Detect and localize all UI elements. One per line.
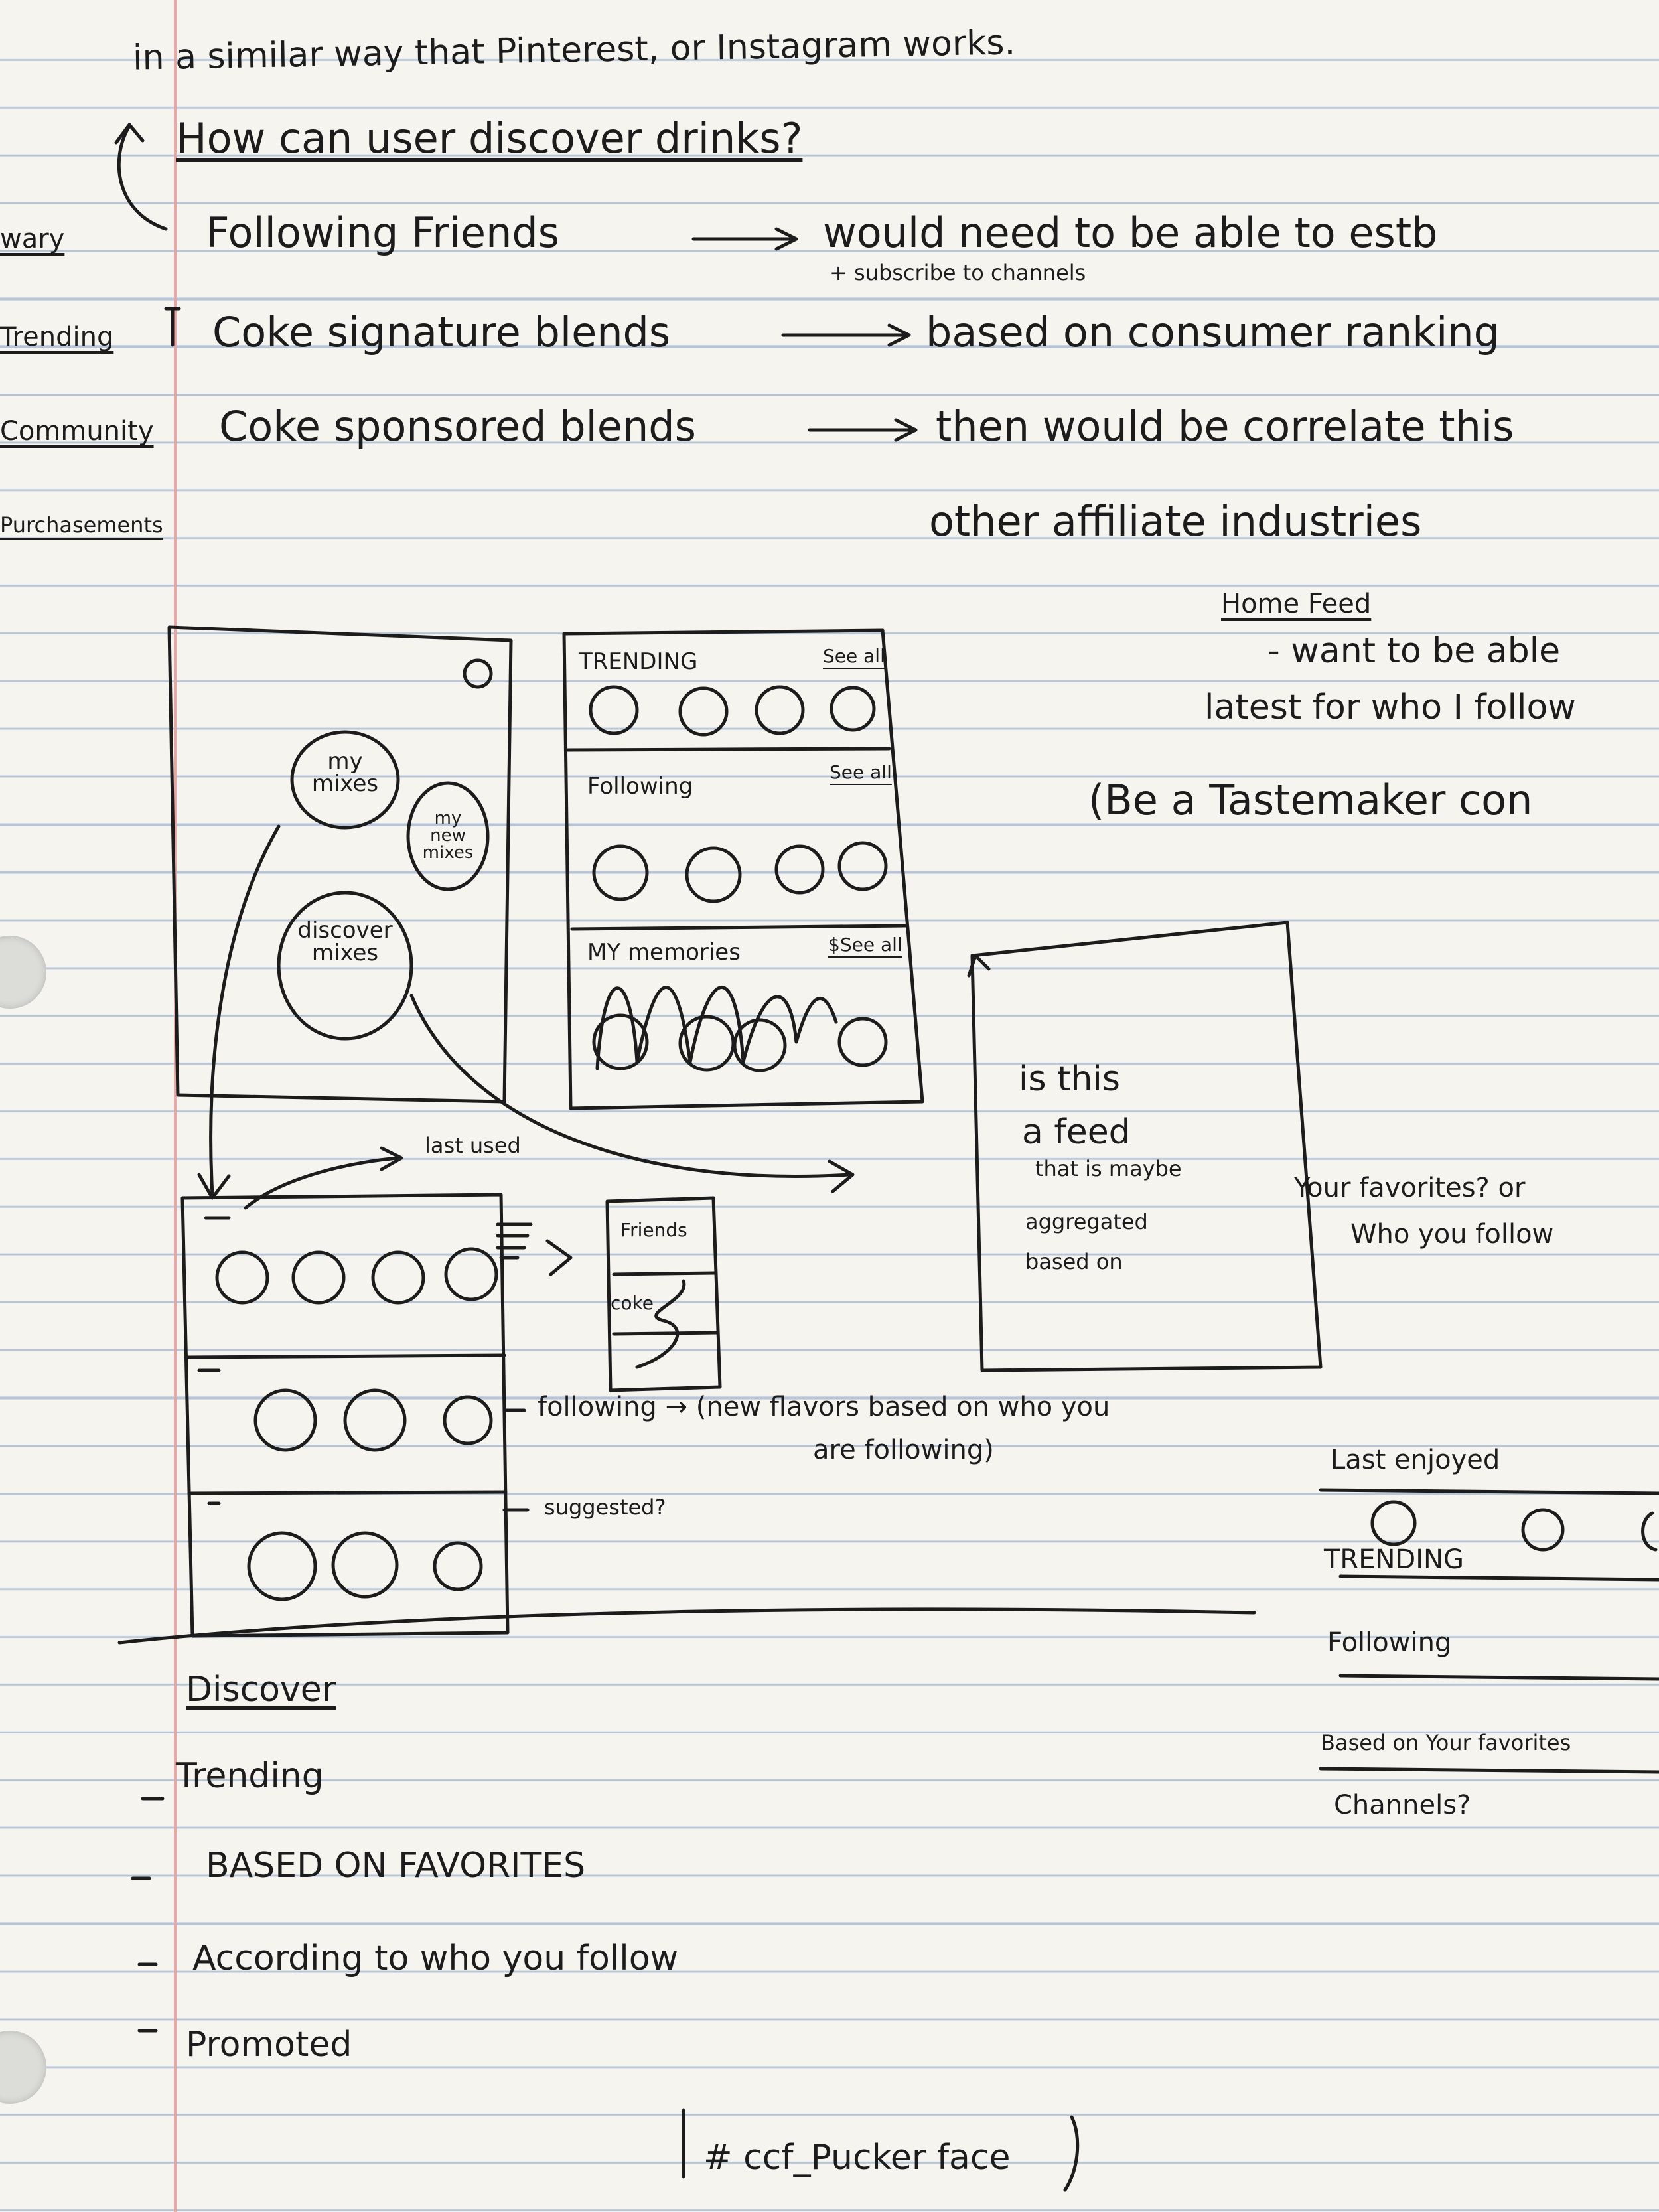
home-feed-note: - want to be able (1267, 631, 1561, 671)
source-label: Coke sponsored blends (219, 402, 696, 451)
section-underline (1338, 1674, 1659, 1681)
section-underline (1319, 1488, 1659, 1495)
header-line: in a similar way that Pinterest, or Inst… (132, 23, 1016, 78)
row-marker (197, 1216, 231, 1505)
mock-home-frame (167, 625, 513, 1104)
row-divider (184, 1353, 506, 1359)
arrow-icon (781, 323, 911, 347)
arrow-icon (808, 418, 918, 442)
margin-word: Trending (0, 322, 114, 352)
source-note: based on consumer ranking (926, 308, 1500, 356)
feed-question: aggregated (1025, 1209, 1148, 1234)
arrow-icon (244, 1146, 403, 1210)
section-divider (570, 924, 908, 931)
bullet-dash (131, 1797, 165, 2033)
bullet-mark (164, 307, 181, 347)
margin-word: Purchasements (0, 512, 163, 538)
right-section-title: Based on Your favorites (1321, 1730, 1571, 1755)
margin-word: wary (0, 224, 65, 254)
arrowhead-icon (114, 123, 145, 145)
scribble-wave (595, 986, 838, 1070)
see-all-link: $See all (828, 934, 902, 956)
section-title-memories: MY memories (587, 939, 741, 966)
right-section-title: Last enjoyed (1331, 1445, 1500, 1475)
section-underline (1338, 1574, 1659, 1582)
source-label: Coke signature blends (212, 308, 671, 356)
section-title-trending: TRENDING (579, 648, 698, 675)
binder-hole (0, 2031, 46, 2104)
section-divider (565, 747, 891, 752)
row-divider (187, 1490, 508, 1495)
see-all-link: See all (823, 645, 885, 667)
feed-note: Who you follow (1350, 1219, 1554, 1250)
feed-question: that is maybe (1035, 1156, 1182, 1181)
question-heading: How can user discover drinks? (176, 114, 803, 163)
arrowhead-icon (197, 1173, 231, 1200)
feed-question: based on (1025, 1249, 1123, 1274)
home-feed-note: latest for who I follow (1204, 688, 1576, 727)
source-label: Following Friends (206, 208, 560, 257)
right-section-title: Channels? (1334, 1790, 1471, 1820)
mock-label-discover: discover mixes (297, 917, 393, 966)
affiliate-note: other affiliate industries (929, 497, 1422, 546)
discover-item: Promoted (186, 2025, 352, 2065)
right-section-title: TRENDING (1324, 1544, 1464, 1575)
mock-label-my-mixes: my mixes (311, 748, 379, 797)
side-menu-item: coke (611, 1292, 654, 1314)
paper-margin-line (174, 0, 177, 2212)
discover-item: BASED ON FAVORITES (206, 1846, 586, 1885)
right-section-title: Following (1327, 1627, 1452, 1658)
arrowhead-icon (967, 954, 991, 978)
subscribe-note: + subscribe to channels (830, 260, 1086, 285)
suggested-label: suggested? (544, 1495, 666, 1520)
curved-arrow-icon (117, 124, 168, 231)
discover-item: Trending (176, 1756, 324, 1796)
feed-question: a feed (1022, 1112, 1131, 1152)
mock-list-frame (180, 1193, 510, 1638)
following-note: following → (new flavors based on who yo… (538, 1392, 1110, 1422)
source-note: would need to be able to estb (823, 208, 1438, 257)
feed-question: is this (1019, 1059, 1120, 1099)
margin-word: Community (0, 416, 154, 447)
section-title-following: Following (587, 773, 693, 800)
profile-icon (463, 658, 493, 689)
divider-line (117, 1607, 1256, 1645)
mock-sections-frame (562, 628, 924, 1110)
discover-title: Discover (186, 1670, 336, 1710)
last-used-label: last used (425, 1133, 521, 1158)
hashtag-label: # ccf_Pucker face (703, 2138, 1011, 2177)
mock-label-my-new-mixes: my new mixes (422, 808, 474, 863)
binder-hole (0, 936, 46, 1009)
source-note: then would be correlate this (936, 402, 1514, 451)
feed-note: Your favorites? or (1294, 1173, 1526, 1203)
section-underline (1319, 1767, 1659, 1774)
arrow-icon (691, 227, 798, 251)
discover-item: According to who you follow (192, 1939, 679, 1978)
tastemaker-note: (Be a Tastemaker con (1088, 776, 1533, 824)
arrowhead-icon (545, 1239, 573, 1276)
following-note: are following) (813, 1435, 994, 1465)
arrow-line (209, 824, 281, 1197)
arrowhead-icon (828, 1159, 855, 1193)
side-menu-item: Friends (620, 1219, 687, 1241)
menu-icon (496, 1222, 533, 1260)
see-all-link: See all (830, 761, 892, 783)
home-feed-title: Home Feed (1221, 589, 1372, 619)
partial-circle (1641, 1511, 1658, 1552)
